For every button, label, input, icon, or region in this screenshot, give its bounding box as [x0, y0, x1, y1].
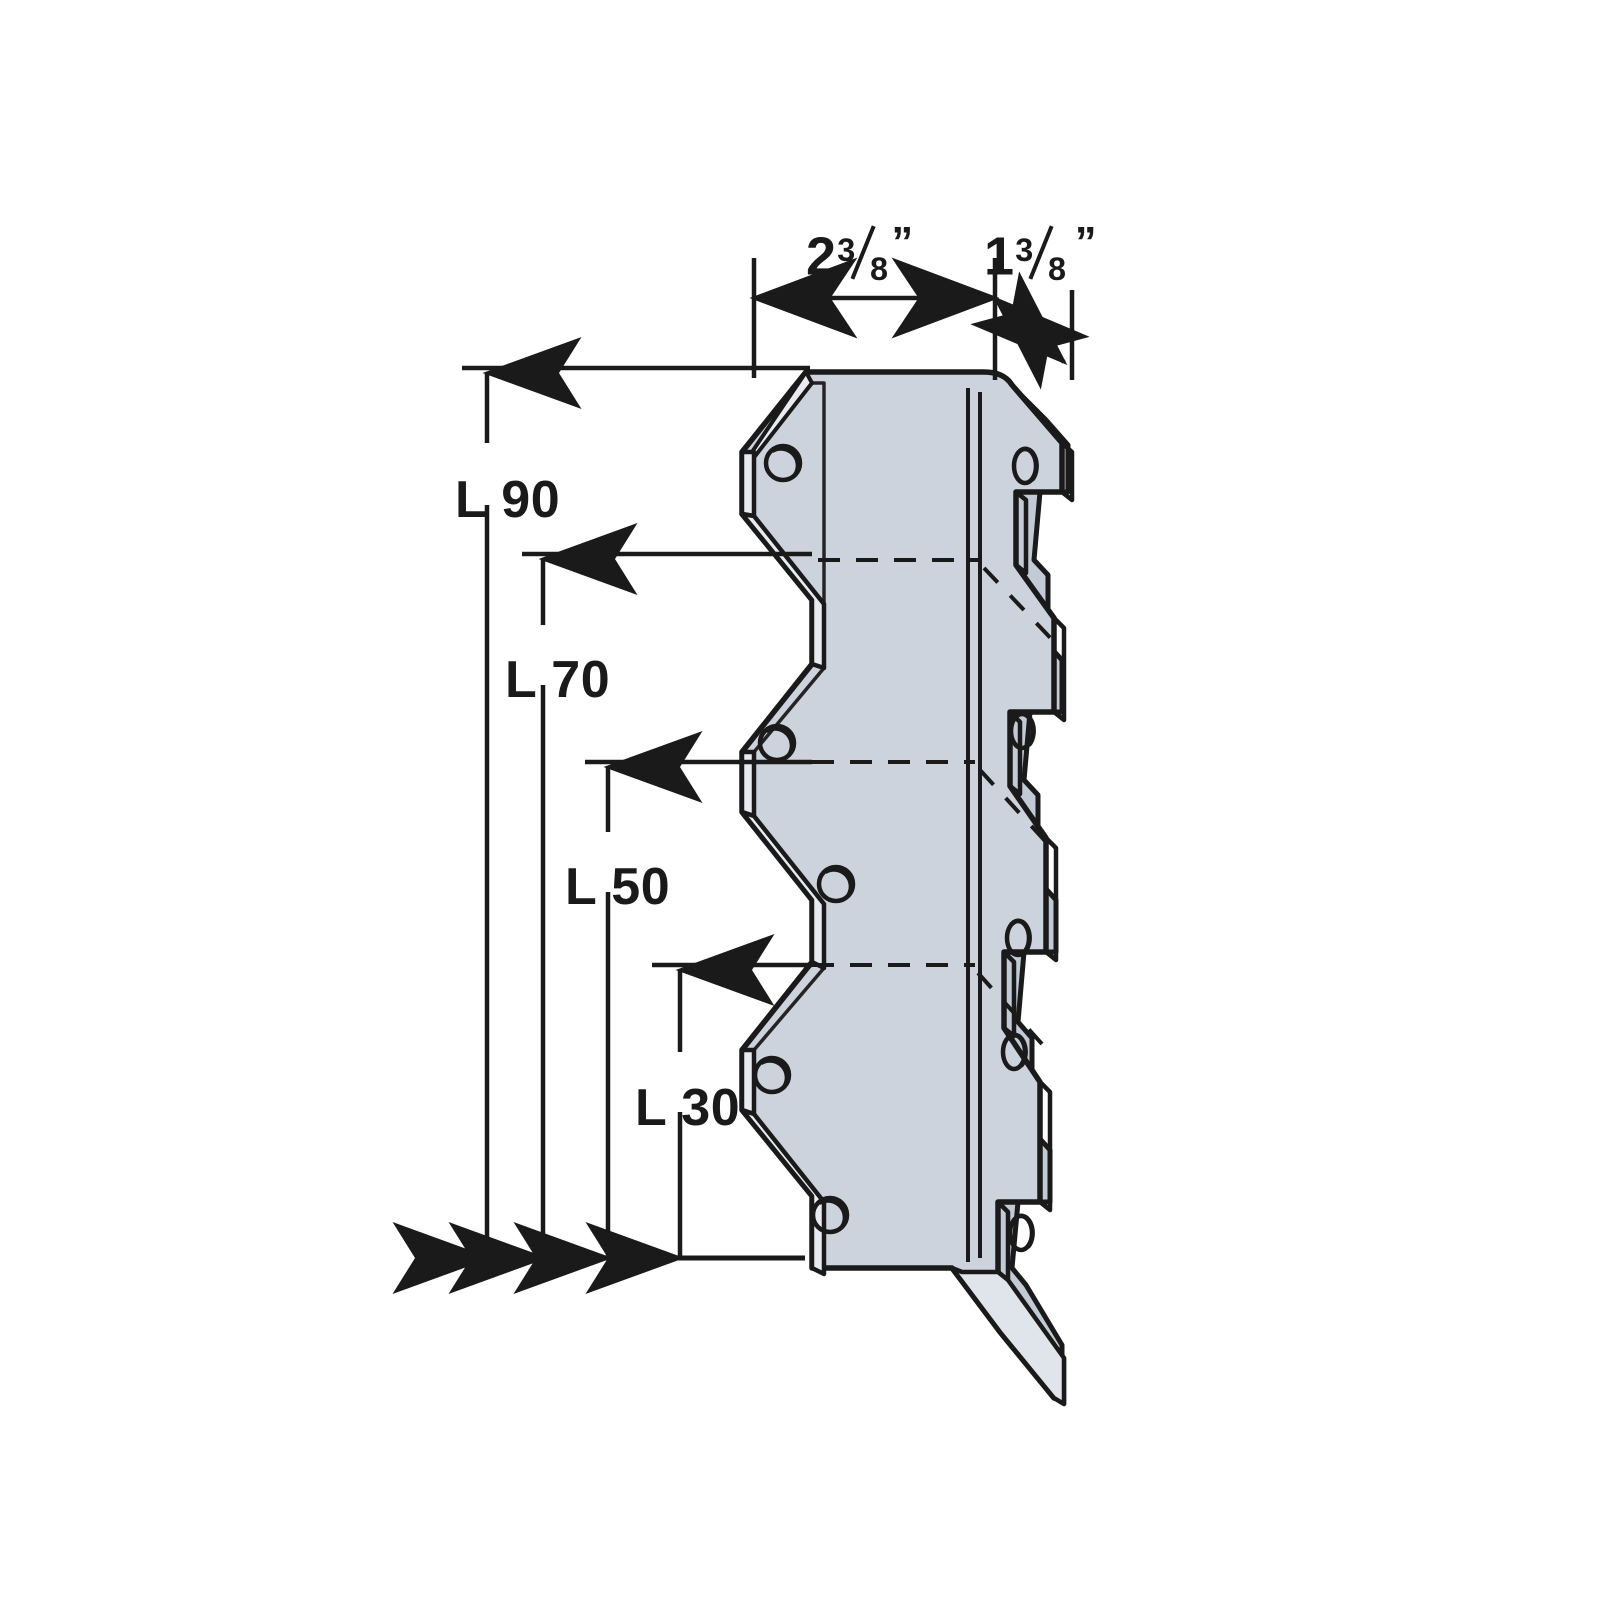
bracket-bottom-tail-bevel [949, 1265, 1067, 1407]
dimension-label-len-30: L 30 [635, 1079, 741, 1137]
vertical-dimension-group [392, 337, 812, 1294]
hole-left-5 [810, 1195, 850, 1235]
dimension-label-len-50: L 50 [565, 858, 671, 916]
hole-right-4 [1000, 1032, 1028, 1072]
hole-right-3 [1004, 918, 1032, 958]
fraction-2-3-8: 238” [806, 219, 914, 287]
hole-right-5 [1007, 1213, 1035, 1253]
bracket-inner-profile-line [752, 381, 826, 1274]
bracket-illustration [739, 369, 1075, 1407]
dim-arrow-width-flange [970, 271, 1090, 390]
dim-stem-50 [513, 731, 703, 1294]
horizontal-dimension-group [749, 257, 1090, 390]
dimension-label-width-main: 238” [806, 219, 914, 287]
dimension-label-len-70: L 70 [505, 651, 611, 709]
bracket-dashed-bend-lines [812, 558, 980, 967]
fraction-1-3-8: 138” [984, 219, 1097, 287]
dimension-label-len-90: L 90 [455, 471, 561, 529]
bracket-dashed-flange-lines [976, 566, 1062, 1046]
dimension-label-width-flange: 138” [984, 219, 1097, 287]
fastener-holes-right [1000, 446, 1039, 1253]
hole-right-2 [1008, 711, 1036, 751]
hole-right-1 [1011, 446, 1039, 486]
hole-left-3 [816, 864, 856, 904]
dim-stem-30 [585, 934, 775, 1294]
hole-left-1 [763, 443, 803, 483]
